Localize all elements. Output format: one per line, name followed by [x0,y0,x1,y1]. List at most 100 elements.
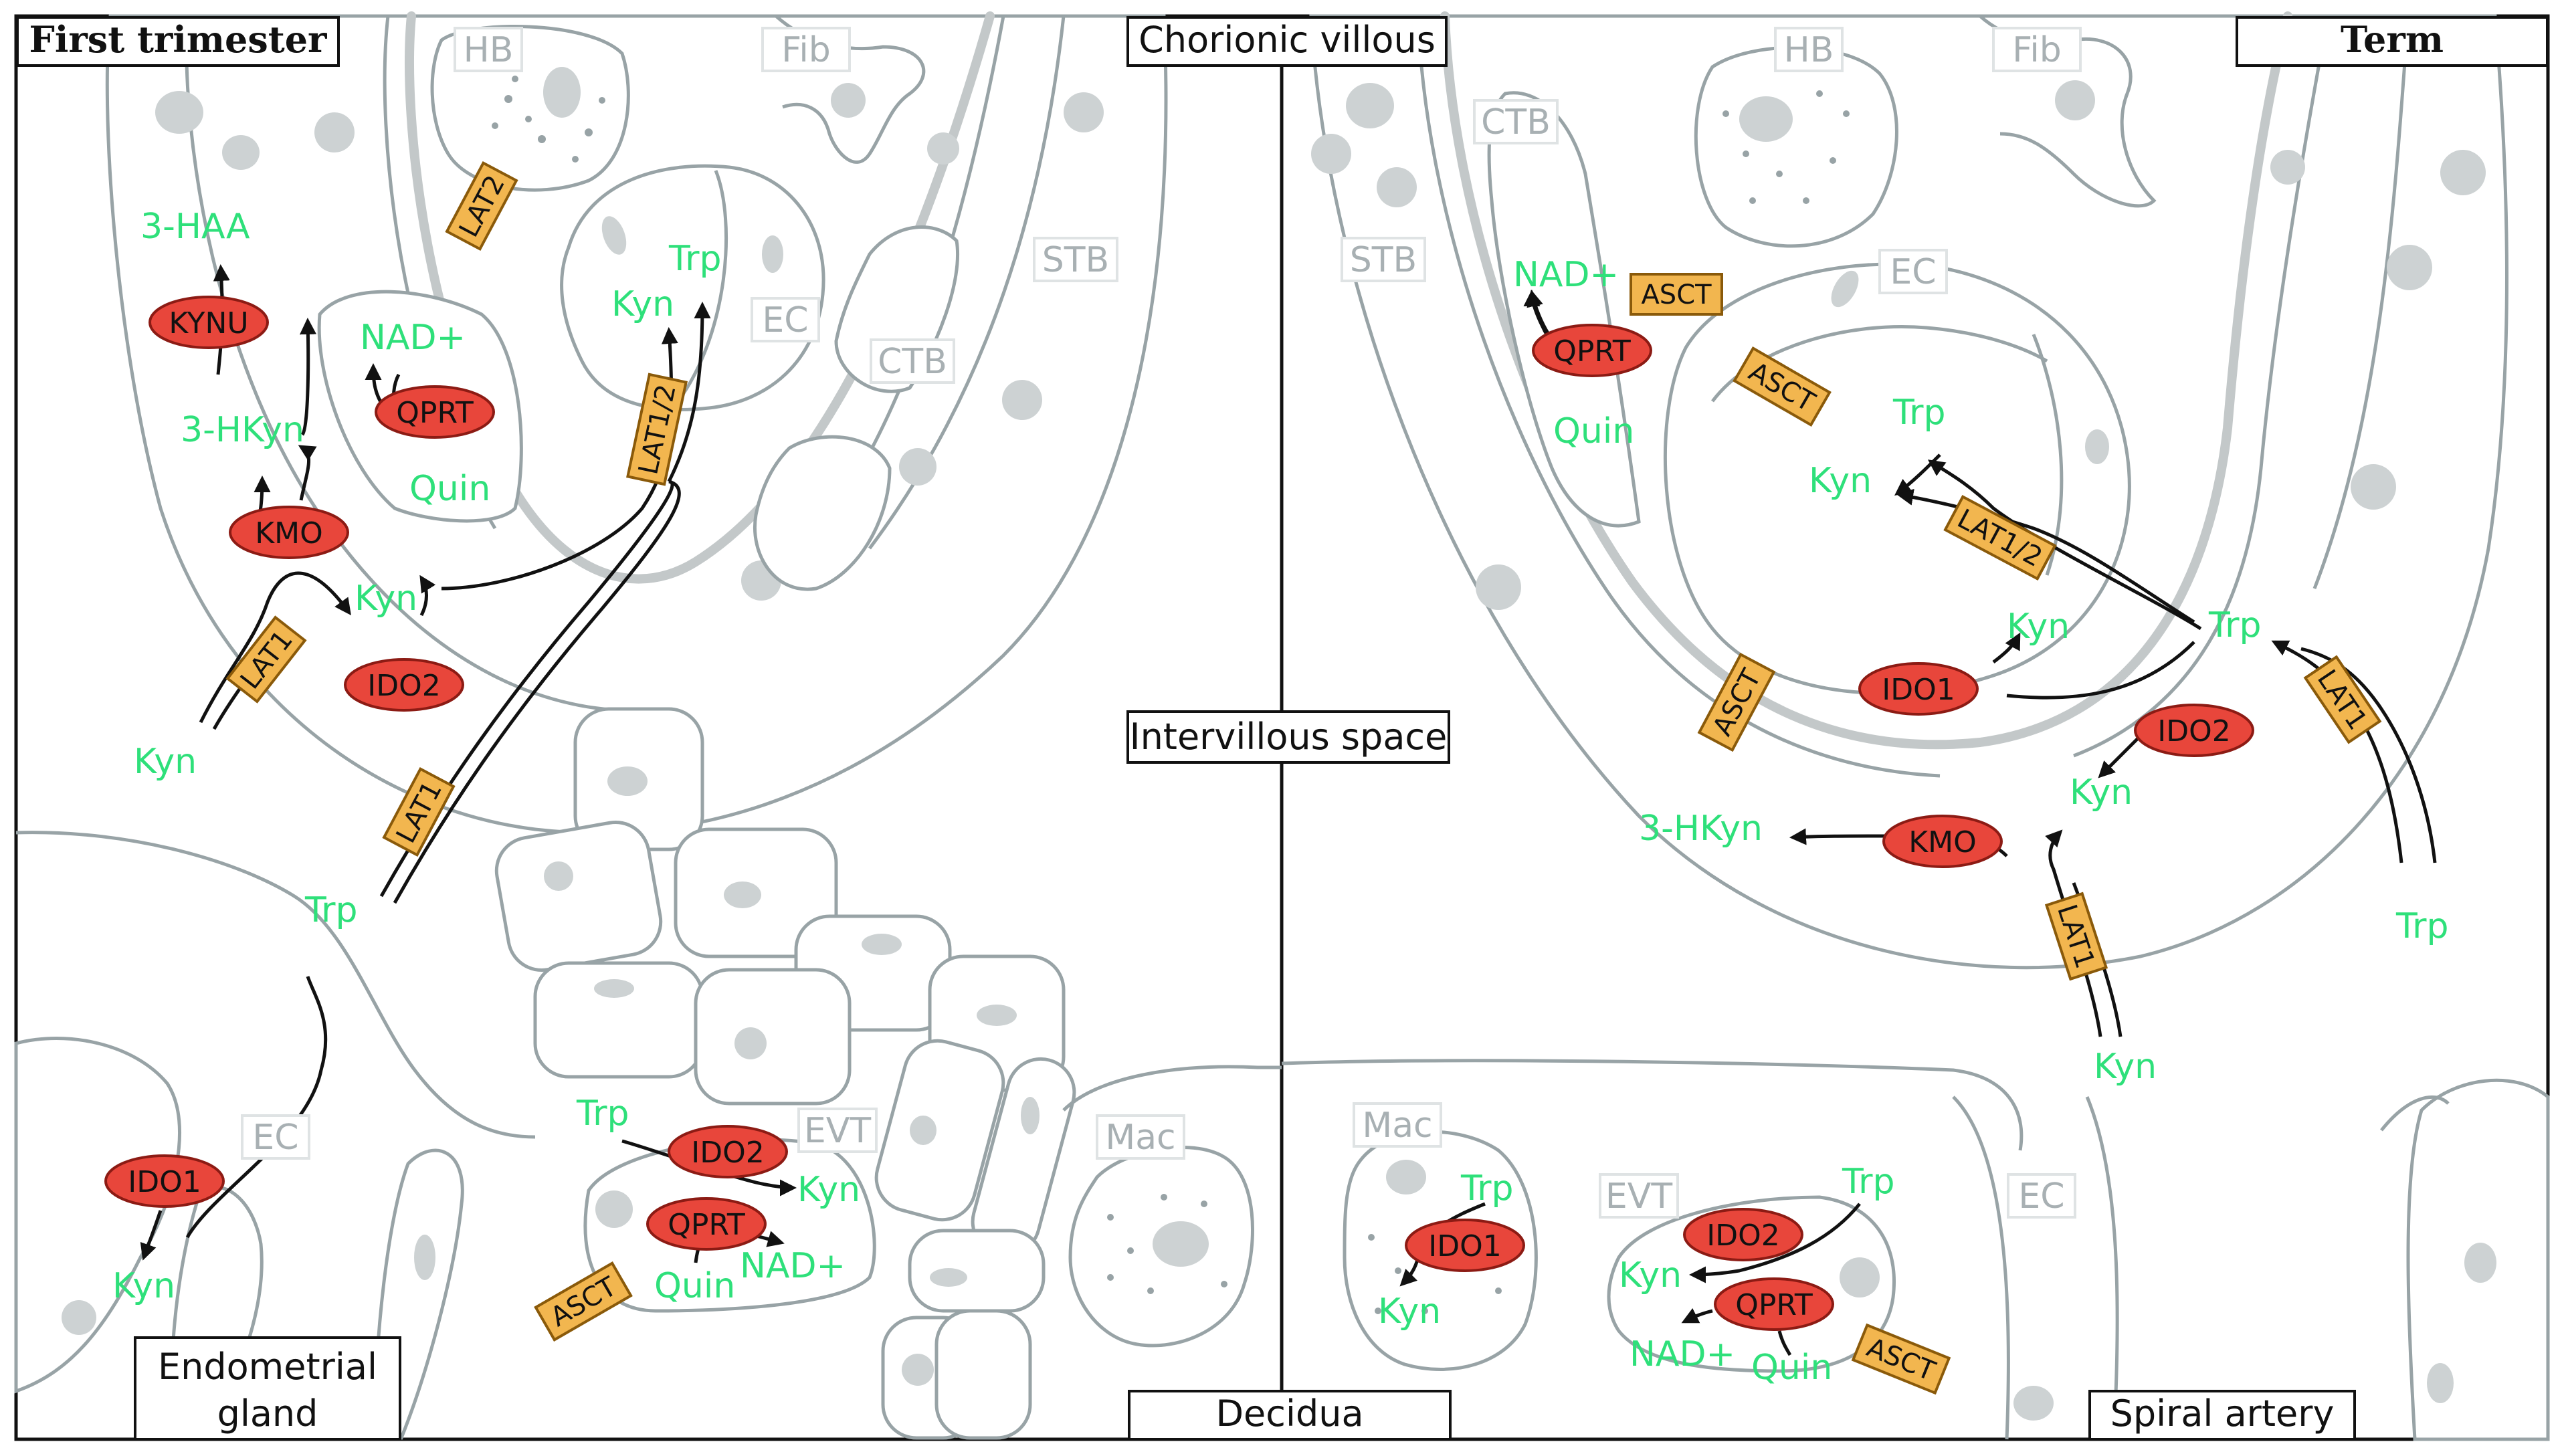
svg-text:CTB: CTB [1481,102,1551,142]
enzyme-ido1-mac-right: IDO1 [1405,1219,1525,1272]
svg-text:QPRT: QPRT [396,396,474,430]
svg-text:Endometrial: Endometrial [158,1346,377,1388]
metabolite-trp-ivs-right: Trp [2395,906,2449,946]
metabolite-quin-evt-left: Quin [654,1266,735,1306]
svg-text:EC: EC [252,1118,298,1158]
svg-text:EVT: EVT [1605,1176,1672,1217]
region-labels: First trimester Chorionic villous Term I… [16,16,2549,1441]
svg-text:HB: HB [464,30,514,70]
enzyme-kmo-right: KMO [1882,815,2003,868]
metabolite-kyn-mac-right: Kyn [1378,1291,1441,1332]
svg-text:IDO1: IDO1 [1428,1229,1501,1263]
region-endometrial-gland: Endometrial gland [134,1336,401,1441]
svg-text:gland: gland [217,1392,318,1435]
metabolite-kyn-villus-right: Kyn [2007,607,2070,647]
right-ctb-cells [1487,91,1641,528]
celltype-ctb-right: CTB [1473,99,1559,144]
svg-text:Chorionic villous: Chorionic villous [1139,19,1436,61]
metabolite-labels: 3-HAA 3-HKyn Kyn Kyn NAD+ Quin Trp Kyn T… [112,207,2449,1388]
svg-text:QPRT: QPRT [1553,334,1631,369]
metabolite-nad-villus-left: NAD+ [360,318,466,358]
right-hofbauer-cell [1694,45,1898,248]
svg-text:IDO1: IDO1 [128,1165,201,1199]
celltype-evt-right: EVT [1599,1173,1679,1219]
cell-type-labels: HB Fib STB CTB EC EC EVT Mac [241,27,2082,1219]
transporter-asct-ctb-right: ASCT [1630,273,1723,316]
svg-text:CTB: CTB [878,342,947,382]
svg-text:EC: EC [762,300,808,340]
enzyme-labels: KYNU KMO QPRT IDO2 IDO1 IDO2 QPRT QPRT [104,296,2254,1331]
svg-text:Mac: Mac [1105,1118,1175,1158]
metabolite-trp-evt-left: Trp [576,1094,629,1134]
metabolite-kyn-villus-left: Kyn [355,579,417,619]
region-term: Term [2236,16,2549,67]
enzyme-qprt-villus-right: QPRT [1532,324,1652,377]
enzyme-qprt-evt-left: QPRT [646,1197,767,1251]
svg-text:KMO: KMO [255,516,322,550]
metabolite-trp-ivs-left: Trp [304,890,358,930]
metabolite-3hkyn-left: 3-HKyn [181,410,304,450]
svg-text:IDO2: IDO2 [1706,1219,1779,1253]
metabolite-trp-capillary-right: Trp [1892,393,1946,433]
svg-text:First trimester: First trimester [29,18,328,61]
svg-text:Spiral artery: Spiral artery [2110,1392,2335,1435]
region-first-trimester: First trimester [16,16,340,67]
enzyme-ido2-evt-right: IDO2 [1683,1208,1803,1261]
svg-text:EC: EC [1890,252,1936,292]
enzyme-ido1-gland-left: IDO1 [104,1154,225,1208]
transporter-asct-evt-left: ASCT [534,1261,633,1342]
svg-text:Intervillous space: Intervillous space [1130,716,1448,758]
svg-text:Term: Term [2341,18,2444,61]
metabolite-trp-villus-right: Trp [2208,605,2262,645]
svg-text:HB: HB [1784,30,1834,70]
celltype-hb-right: HB [1774,27,1844,72]
metabolite-nad-evt-right: NAD+ [1630,1334,1735,1374]
svg-text:EVT: EVT [804,1111,871,1151]
celltype-stb-left: STB [1033,237,1118,282]
metabolite-kyn-evt-right: Kyn [1619,1255,1682,1295]
metabolite-trp-capillary-left: Trp [668,239,722,279]
region-chorionic-villous: Chorionic villous [1126,16,1448,67]
svg-text:Fib: Fib [781,30,831,70]
enzyme-ido2-villus-left: IDO2 [344,658,464,712]
metabolite-nad-evt-left: NAD+ [740,1246,846,1286]
svg-text:KMO: KMO [1908,825,1976,859]
left-macrophage [1062,1065,1282,1348]
region-intervillous-space: Intervillous space [1126,710,1450,764]
enzyme-ido2-villus-right: IDO2 [2134,704,2254,757]
region-decidua: Decidua [1128,1390,1452,1441]
svg-text:IDO2: IDO2 [691,1136,764,1170]
metabolite-kyn-evt-left: Kyn [797,1170,860,1210]
metabolite-trp-mac-right: Trp [1460,1168,1514,1209]
celltype-stb-right: STB [1341,237,1426,282]
celltype-fib-left: Fib [761,27,851,72]
metabolite-3hkyn-right: 3-HKyn [1639,809,1763,849]
metabolite-kyn-ivs-right: Kyn [2094,1047,2157,1087]
enzyme-qprt-villus-left: QPRT [375,385,495,439]
metabolite-quin-villus-right: Quin [1553,411,1634,451]
enzyme-qprt-evt-right: QPRT [1714,1277,1834,1331]
celltype-hb-left: HB [454,27,523,72]
celltype-fib-right: Fib [1992,27,2082,72]
svg-text:IDO2: IDO2 [2157,714,2230,748]
enzyme-kmo-left: KMO [229,506,349,559]
svg-text:QPRT: QPRT [668,1208,745,1242]
metabolite-kyn-capillary-left: Kyn [611,284,674,324]
svg-text:ASCT: ASCT [1641,280,1712,310]
celltype-mac-right: Mac [1353,1102,1442,1148]
svg-text:STB: STB [1350,240,1417,280]
svg-text:Mac: Mac [1362,1106,1432,1146]
celltype-ec-spiral-right: EC [2007,1173,2076,1219]
celltype-evt-left: EVT [797,1108,878,1153]
celltype-ec-gland-left: EC [241,1114,310,1160]
enzyme-ido1-villus-right: IDO1 [1858,662,1979,716]
celltype-ctb-left: CTB [870,338,955,384]
svg-text:KYNU: KYNU [169,306,248,340]
svg-text:Decidua: Decidua [1215,1392,1363,1435]
svg-text:IDO2: IDO2 [367,669,440,703]
region-spiral-artery: Spiral artery [2088,1390,2356,1441]
transporter-lat2-left: LAT2 [445,161,518,251]
metabolite-kyn-ivs-left: Kyn [134,742,197,782]
celltype-mac-left: Mac [1096,1114,1185,1160]
